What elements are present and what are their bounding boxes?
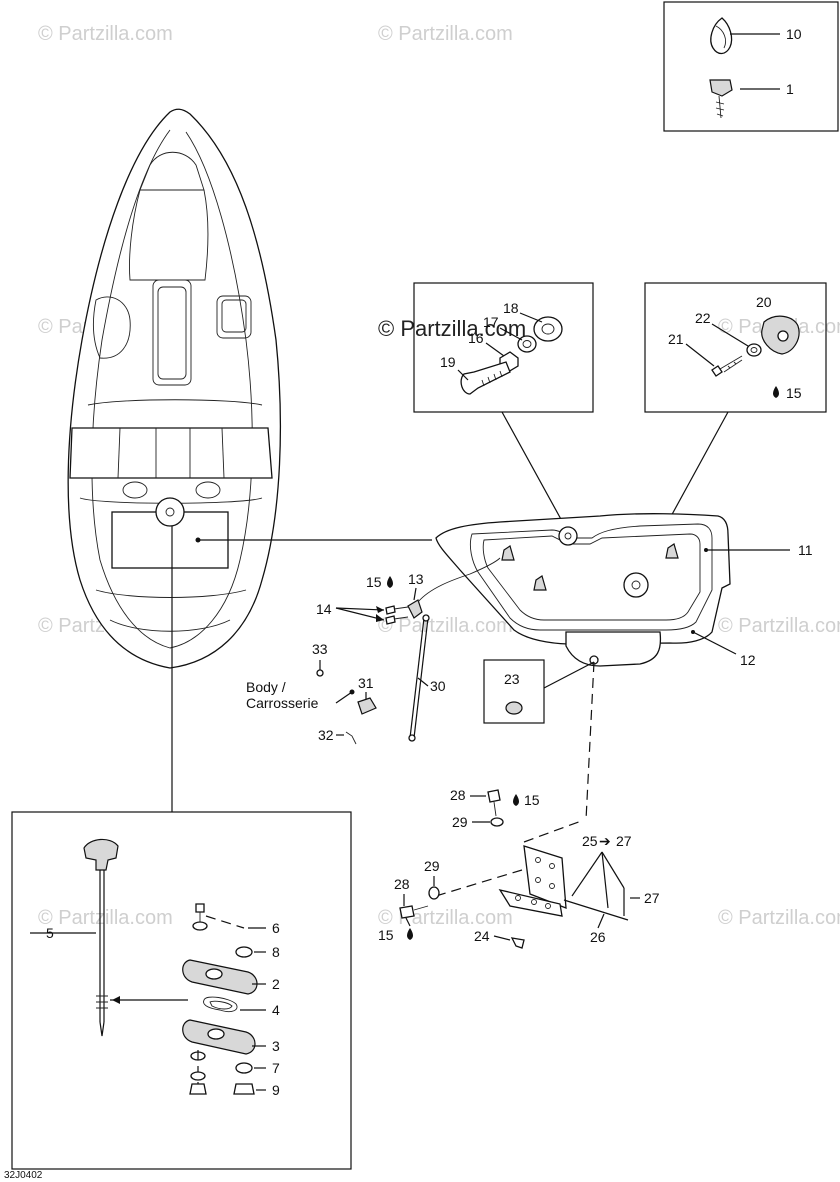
callout-10: 10 <box>786 26 802 42</box>
callout-31: 31 <box>358 675 374 691</box>
callout-19: 19 <box>440 354 456 370</box>
detail-box-20-22: 20 22 21 15 <box>644 282 827 413</box>
callout-28-a: 28 <box>450 787 466 803</box>
diagram-code: 32J0402 <box>4 1170 43 1181</box>
latch-detail-box: 5 6 8 2 4 3 7 9 <box>11 811 352 1170</box>
detail-box-23: 23 <box>483 659 545 724</box>
glue-drop-icon <box>773 386 779 398</box>
callout-23: 23 <box>504 671 520 687</box>
callout-15-b: 15 <box>366 574 382 590</box>
watermark-10: © Partzilla.com <box>718 907 840 929</box>
callout-22: 22 <box>695 310 711 326</box>
callout-20: 20 <box>756 294 772 310</box>
watercraft-hull <box>67 108 282 669</box>
callout-5: 5 <box>46 925 54 941</box>
watermark-7: © Partzilla.com <box>718 615 840 637</box>
arrow-right-icon: ➔ <box>599 833 611 849</box>
watermark-1: © Partzilla.com <box>38 23 173 45</box>
callout-15-a: 15 <box>786 385 802 401</box>
callout-18: 18 <box>503 300 519 316</box>
watermark-6: © Partzilla.com <box>378 615 513 637</box>
cable-assembly: 15 13 14 30 33 Body / Carrosserie 31 32 <box>246 557 501 745</box>
callout-15-d: 15 <box>378 927 394 943</box>
callout-21: 21 <box>668 331 684 347</box>
callout-4: 4 <box>272 1002 280 1018</box>
glue-drop-icon <box>407 928 413 940</box>
callout-8: 8 <box>272 944 280 960</box>
callout-29-a: 29 <box>452 814 468 830</box>
body-label-line2: Carrosserie <box>246 695 319 711</box>
callout-25: 25 <box>582 833 598 849</box>
callout-33: 33 <box>312 641 328 657</box>
callout-9: 9 <box>272 1082 280 1098</box>
access-panel <box>435 513 731 667</box>
glue-drop-icon <box>513 794 519 806</box>
callout-13: 13 <box>408 571 424 587</box>
callout-3: 3 <box>272 1038 280 1054</box>
callout-12: 12 <box>740 652 756 668</box>
callout-1: 1 <box>786 81 794 97</box>
callout-15-c: 15 <box>524 792 540 808</box>
hinge-assembly: 28 15 29 25 ➔ 27 27 26 28 29 <box>378 787 660 949</box>
callout-11: 11 <box>798 542 813 558</box>
detail-box-16-19: 18 17 16 19 <box>413 282 594 413</box>
callout-29-b: 29 <box>424 858 440 874</box>
watermark-center: © Partzilla.com <box>378 316 526 341</box>
callout-14: 14 <box>316 601 332 617</box>
callout-32: 32 <box>318 727 334 743</box>
legend-box: 10 1 <box>663 1 839 132</box>
callout-30: 30 <box>430 678 446 694</box>
callout-17: 17 <box>483 314 499 330</box>
callout-7: 7 <box>272 1060 280 1076</box>
callout-6: 6 <box>272 920 280 936</box>
callout-27-b: 27 <box>644 890 660 906</box>
callout-28-b: 28 <box>394 876 410 892</box>
callout-2: 2 <box>272 976 280 992</box>
callout-26: 26 <box>590 929 606 945</box>
glue-drop-icon <box>387 576 393 588</box>
callout-24: 24 <box>474 928 490 944</box>
watermark-9: © Partzilla.com <box>378 907 513 929</box>
watermark-2: © Partzilla.com <box>378 23 513 45</box>
watermark-8: © Partzilla.com <box>38 907 173 929</box>
callout-16: 16 <box>468 330 484 346</box>
callout-27-a: 27 <box>616 833 632 849</box>
body-label-line1: Body / <box>246 679 286 695</box>
